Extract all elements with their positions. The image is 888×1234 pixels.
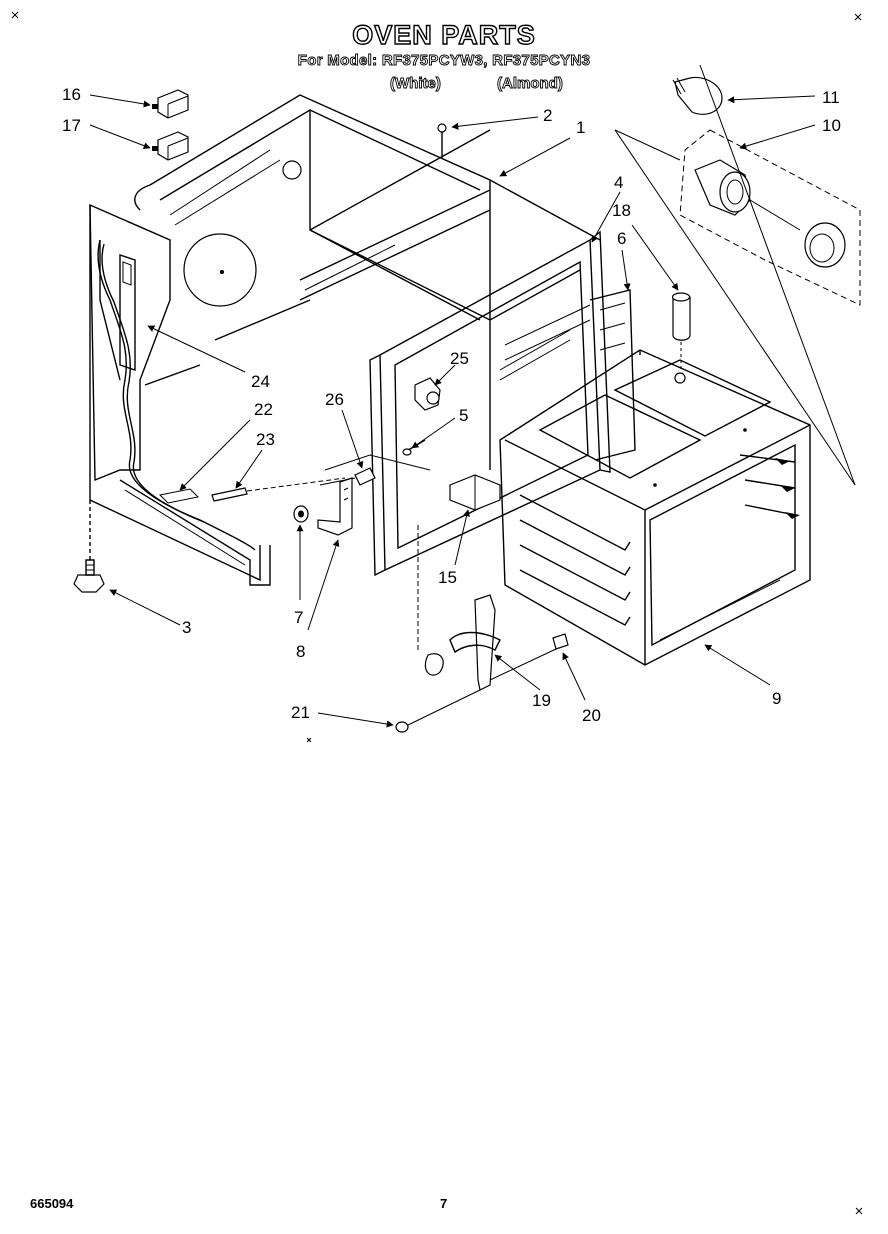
oven-cavity-part-9 [499, 349, 811, 666]
leveling-leg-part-3 [73, 500, 105, 593]
callout-2: 2 [543, 106, 552, 125]
clip-part-17 [152, 89, 189, 119]
light-bulb-part-11 [672, 76, 723, 115]
callout-1: 1 [576, 118, 585, 137]
callout-5: 5 [459, 406, 468, 425]
variant-almond-label: (Almond) [497, 75, 564, 93]
part-number: 665094 [30, 1196, 74, 1211]
bracket-part-8 [317, 477, 353, 536]
callout-6: 6 [617, 229, 626, 248]
callout-25: 25 [450, 349, 469, 368]
callout-4: 4 [614, 173, 623, 192]
callout-3: 3 [182, 618, 191, 637]
callout-17: 16 [62, 85, 81, 104]
page-number: 7 [440, 1196, 448, 1211]
valve-part-25 [414, 377, 441, 411]
nut-part-21 [395, 689, 481, 733]
igniter-part-16 [671, 292, 691, 372]
callout-15: 15 [438, 568, 457, 587]
screw-part-20 [489, 633, 569, 681]
corner-mark-top-right [854, 13, 862, 21]
thermostat-bulb-part-23 [211, 477, 346, 502]
variant-white-label: (White) [390, 75, 442, 93]
bracket-part-15 [449, 474, 501, 511]
grommet-part-7 [293, 505, 309, 523]
page-title: OVEN PARTS [352, 19, 536, 50]
callout-7: 7 [294, 608, 303, 627]
callout-24: 24 [251, 372, 270, 391]
corner-mark-small [306, 737, 312, 743]
corner-mark-bottom-right [855, 1207, 863, 1215]
callout-26: 26 [325, 390, 344, 409]
callout-10: 10 [822, 116, 841, 135]
callout-8: 8 [296, 642, 305, 661]
callout-18: 17 [62, 116, 81, 135]
corner-mark-top-left [11, 11, 19, 19]
callout-leader-lines [89, 64, 856, 728]
callout-11: 11 [822, 88, 840, 107]
wire-connector-part-22 [158, 488, 200, 504]
clip-part-18 [152, 131, 189, 161]
callout-20: 20 [582, 706, 601, 725]
callout-19: 19 [532, 691, 551, 710]
light-socket-part-10 [679, 129, 861, 306]
callout-23: 23 [256, 430, 275, 449]
callout-9: 9 [772, 689, 781, 708]
callout-21: 21 [291, 703, 310, 722]
model-line: For Model: RF375PCYW3, RF375PCYN3 [297, 52, 591, 70]
door-hinge-part-19 [417, 525, 501, 691]
callout-22: 22 [254, 400, 273, 419]
oven-body-part-1 [89, 94, 601, 586]
screw-part-5 [402, 439, 426, 456]
callout-numbers: 16 17 2 1 3 4 18 6 5 7 8 9 10 11 15 19 2… [62, 85, 841, 725]
callout-16: 18 [612, 201, 631, 220]
screw-part-2 [437, 123, 447, 158]
